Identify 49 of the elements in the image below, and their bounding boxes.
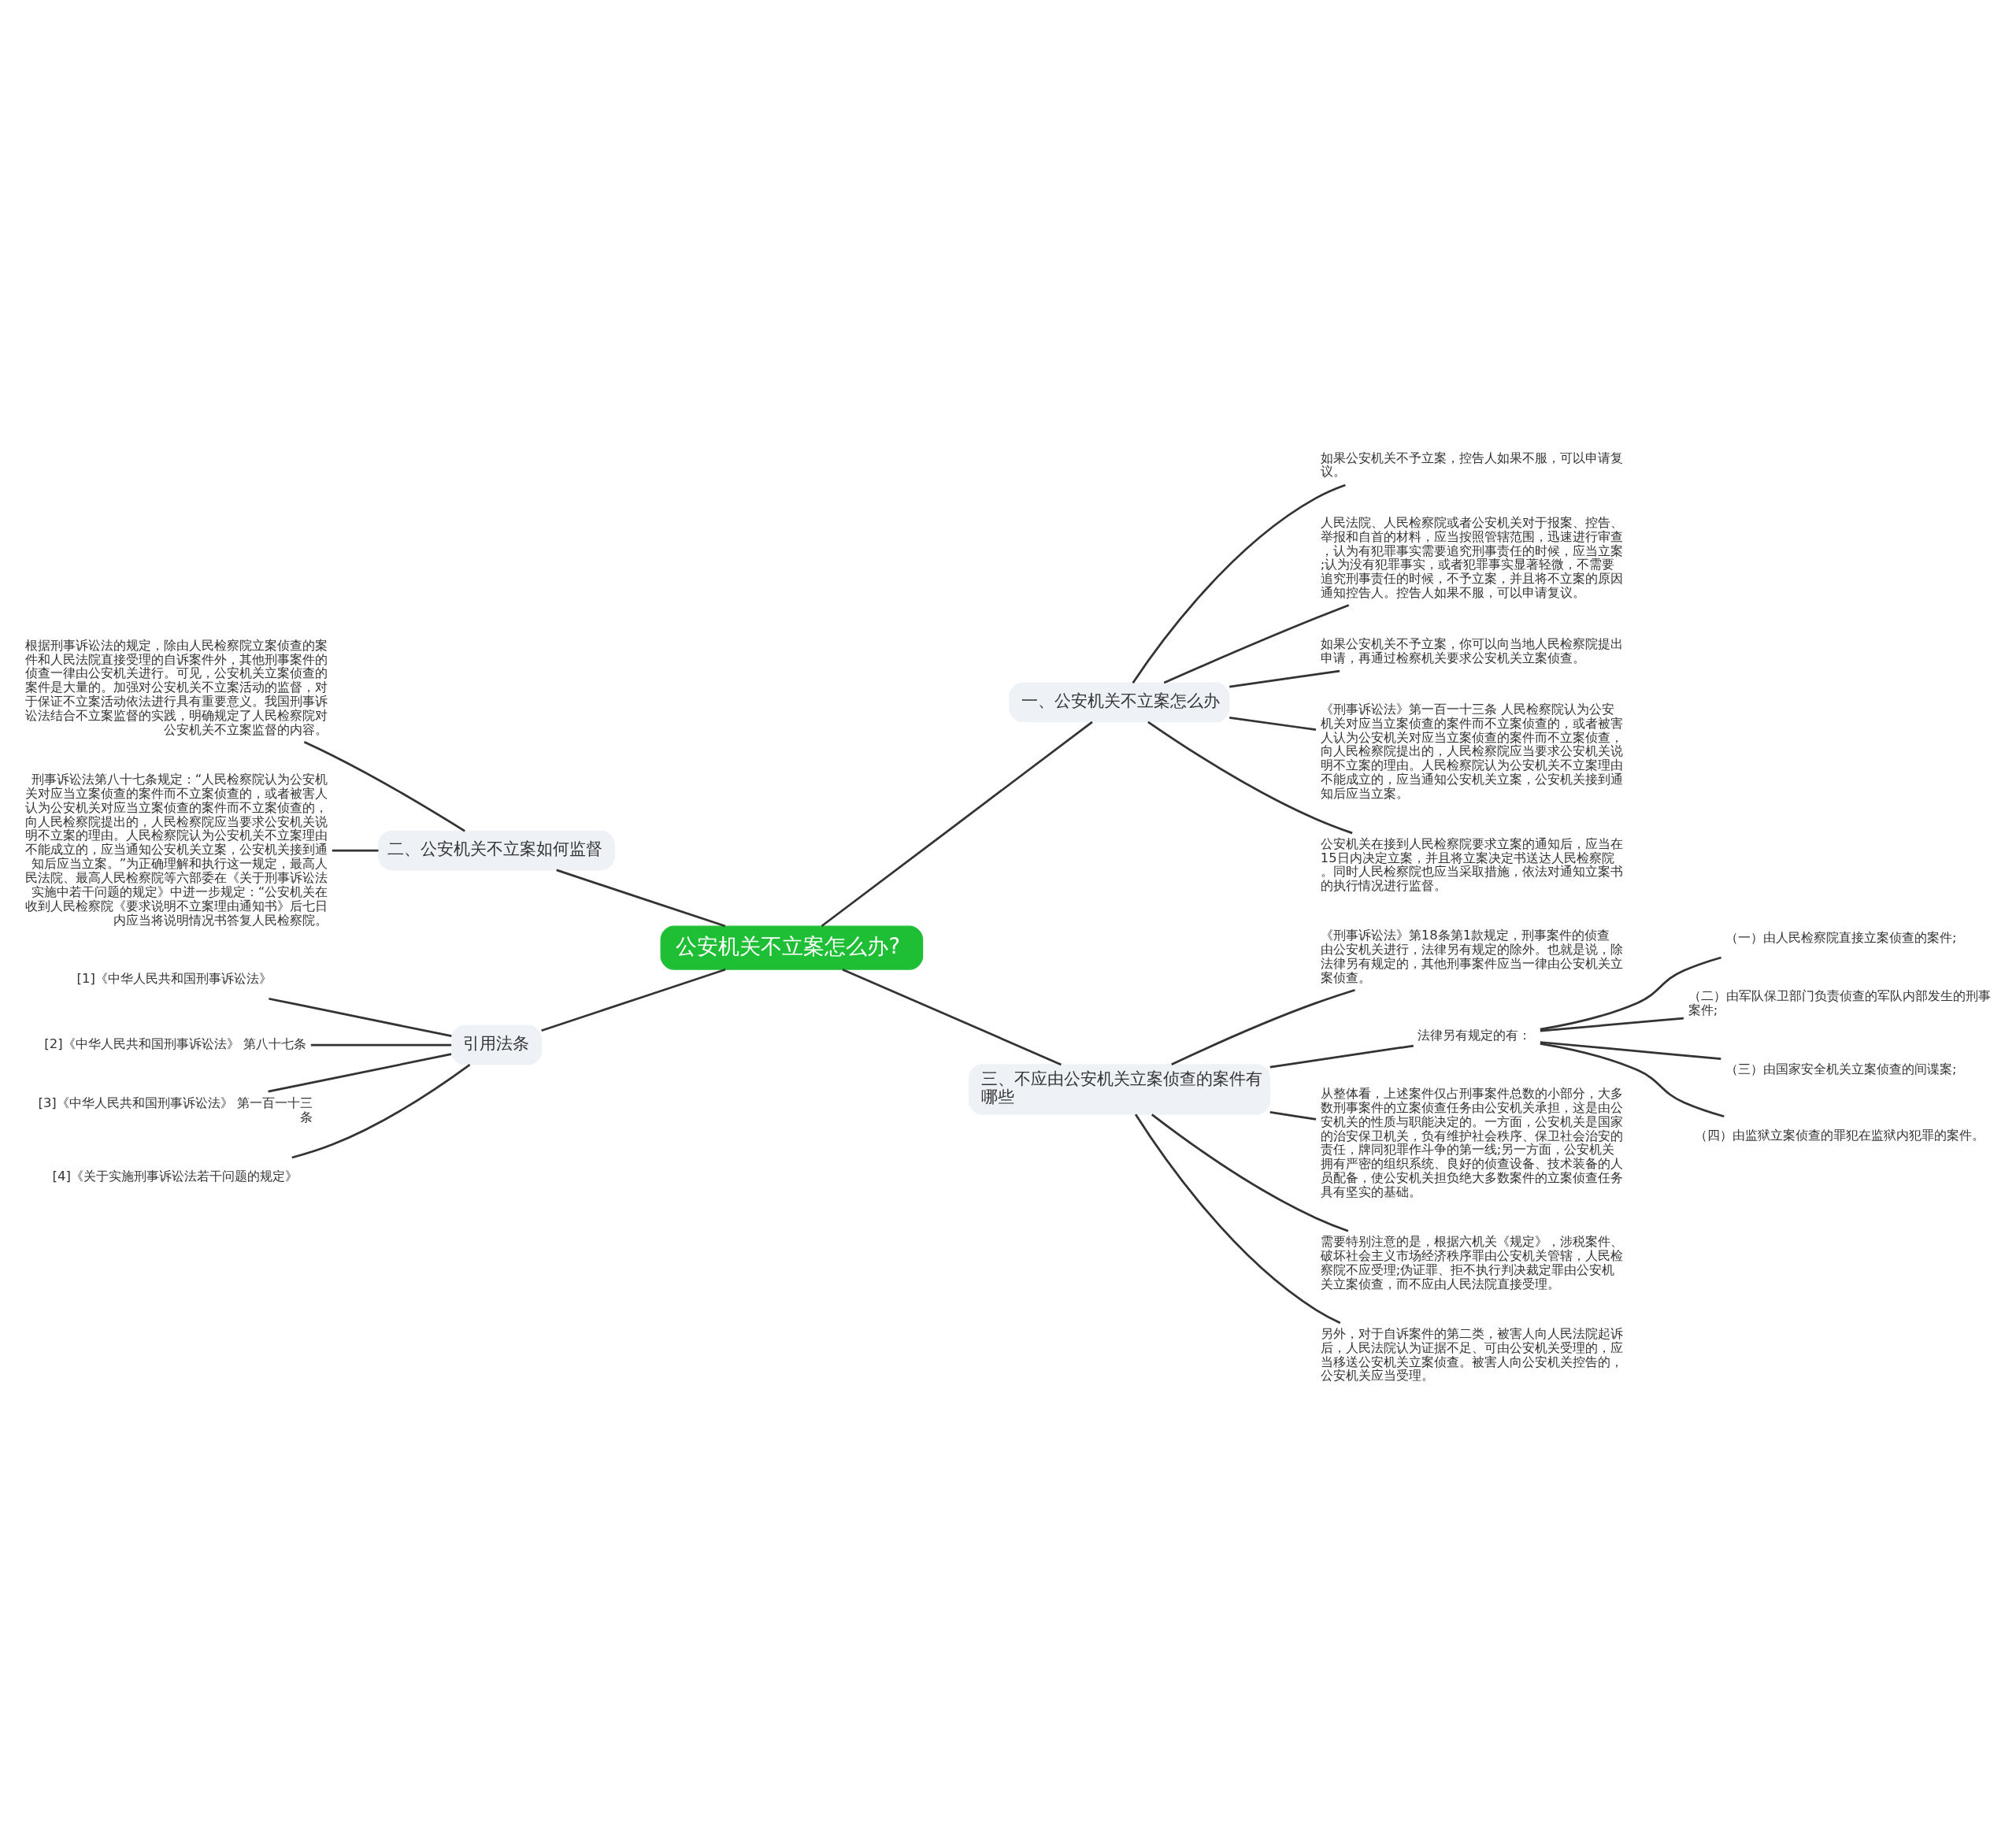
node-text: 法律另有规定的有： <box>1418 1028 1532 1043</box>
node-box: 三、不应由公安机关立案侦查的案件有哪些 <box>968 1064 1270 1115</box>
connector <box>291 1063 471 1159</box>
connector <box>1147 721 1353 835</box>
node-box: 引用法条 <box>450 1024 543 1065</box>
node-text: 根据刑事诉讼法的规定，除由人民检察院立案侦查的案件和人民法院直接受理的自诉案件外，其他刑事案件的侦查一律由公安机关进行。可见，公安机关立案侦查的案件是大量的。加强对公安机关不立案活动的监督，对于保证不立案活动依法进行具有重要意义。我国刑事诉讼法结合不立案监督的实践，明确规定了人民检察院对公安机关不立案监督的内容。 <box>25 637 328 737</box>
connector <box>821 721 1093 928</box>
node-text: 刑事诉讼法第八十七条规定：“人民检察院认为公安机关对应当立案侦查的案件而不立案侦查的，或者被害人认为公安机关对应当立案侦查的案件而不立案侦查的，向人民检察院提出的，人民检察院应当要求公安机关说明不立案的理由。人民检察院认为公安机关不立案理由不能成立的，应当通知公安机关立案，公安机关接到通知后应当立案。”为正确理解和执行这一规定，最高人民法院、最高人民检察院等六部委在《关于刑事诉讼法实施中若干问题的规定》中进一步规定：“公安机关在收到人民检察院《要求说明不立案理由通知书》后七日内应当将说明情况书答复人民检察院。 <box>25 772 328 928</box>
node-text: 从整体看，上述案件仅占刑事案件总数的小部分，大多数刑事案件的立案侦查任务由公安机关承担，这是由公安机关的性质与职能决定的。一方面，公安机关是国家的治安保卫机关，负有维护社会秩序、保卫社会治安的责任，牌同犯罪作斗争的第一线;另一方面，公安机关拥有严密的组织系统、良好的侦查设备、技术装备的人员配备，使公安机关担负绝大多数案件的立案侦查任务具有坚实的基础。 <box>1320 1085 1623 1199</box>
connector <box>1171 988 1355 1066</box>
connector <box>556 869 726 928</box>
connector <box>1269 1044 1414 1069</box>
connector <box>842 968 1062 1066</box>
node-text: 另外，对于自诉案件的第二类，被害人向人民法院起诉后，人民法院认为证据不足、可由公安机关受理的，应当移送公安机关立案侦查。被害人向公安机关控告的，公安机关应当受理。 <box>1320 1325 1623 1384</box>
connector <box>1163 604 1350 684</box>
connector <box>1151 1113 1349 1232</box>
node-text: [3]《中华人民共和国刑事诉讼法》 第一百一十三条 <box>38 1095 313 1125</box>
node-text: [1]《中华人民共和国刑事诉讼法》 <box>76 970 272 986</box>
connector <box>1540 1043 1725 1118</box>
node-text: [4]《关于实施刑事诉讼法若干问题的规定》 <box>52 1169 298 1184</box>
connector <box>332 849 379 852</box>
node-text: （二）由军队保卫部门负责侦查的军队内部发生的刑事案件; <box>1688 988 1991 1018</box>
connector <box>541 968 726 1032</box>
node-box: 一、公安机关不立案怎么办 <box>1009 682 1230 723</box>
node-text: [2]《中华人民共和国刑事诉讼法》 第八十七条 <box>44 1036 306 1052</box>
connector <box>1540 956 1721 1031</box>
node-text: 《刑事诉讼法》第18条第1款规定，刑事案件的侦查由公安机关进行，法律另有规定的除外。也就是说，除法律另有规定的，其他刑事案件应当一律由公安机关立案侦查。 <box>1320 928 1623 986</box>
node-text: 公安机关在接到人民检察院要求立案的通知后，应当在15日内决定立案，并且将立案决定书送达人民检察院。同时人民检察院也应当采取措施，依法对通知立案书的执行情况进行监督。 <box>1320 835 1623 894</box>
connector <box>269 997 452 1038</box>
node-text: （四）由监狱立案侦查的罪犯在监狱内犯罪的案件。 <box>1694 1127 1984 1143</box>
node-text: 《刑事诉讼法》第一百一十三条 人民检察院认为公安机关对应当立案侦查的案件而不立案侦查的，或者被害人认为公安机关对应当立案侦查的案件而不立案侦查，向人民检察院提出的，人民检察院应当要求公安机关说明不立案的理由。人民检察院认为公安机关不立案理由不能成立的，应当通知公安机关立案，公安机关接到通知后应当立案。 <box>1320 701 1623 801</box>
connector <box>1540 1017 1684 1032</box>
connector <box>1229 669 1340 688</box>
node-text: 如果公安机关不予立案，你可以向当地人民检察院提出申请，再通过检察机关要求公安机关立案侦查。 <box>1320 635 1623 665</box>
connector <box>1269 1111 1317 1121</box>
node-text: 如果公安机关不予立案，控告人如果不服，可以申请复议。 <box>1320 450 1623 480</box>
node-text: 需要特别注意的是，根据六机关《规定》，涉税案件、破坏社会主义市场经济秩序罪由公安机关管辖，人民检察院不应受理;伪证罪、拒不执行判决裁定罪由公安机关立案侦查，而不应由人民法院直接受理。 <box>1320 1234 1623 1291</box>
connector <box>268 1053 452 1093</box>
node-text: （三）由国家安全机关立案侦查的间谍案; <box>1725 1061 1957 1077</box>
connector <box>303 741 465 832</box>
connector <box>1229 716 1317 732</box>
connector <box>1132 484 1346 684</box>
node-text: （一）由人民检察院直接立案侦查的案件; <box>1725 929 1957 945</box>
node-box: 公安机关不立案怎么办? <box>660 925 924 970</box>
connector <box>1540 1041 1721 1060</box>
connector <box>1134 1113 1341 1325</box>
node-text: 人民法院、人民检察院或者公安机关对于报案、控告、举报和自首的材料，应当按照管辖范围，迅速进行审查，认为有犯罪事实需要追究刑事责任的时候，应当立案;认为没有犯罪事实，或者犯罪事实显著轻微，不需要追究刑事责任的时候，不予立案，并且将不立案的原因通知控告人。控告人如果不服，可以申请复议。 <box>1320 514 1623 601</box>
connector <box>310 1043 452 1047</box>
node-box: 二、公安机关不立案如何监督 <box>378 830 615 871</box>
